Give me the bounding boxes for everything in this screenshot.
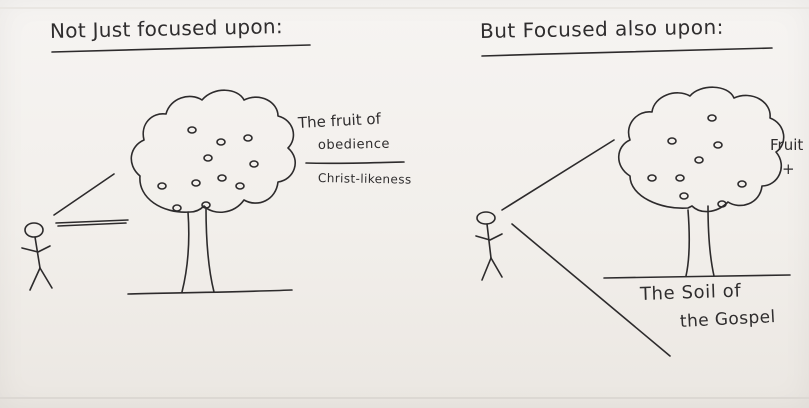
left-note-christlikeness: Christ-likeness xyxy=(318,171,412,187)
right-tree-fruits xyxy=(648,115,746,207)
left-note-divider xyxy=(306,162,404,163)
left-heading: Not Just focused upon: xyxy=(50,14,283,43)
left-tree-canopy xyxy=(131,90,295,212)
right-tree-trunk-left xyxy=(686,210,689,276)
left-tree-trunk-left xyxy=(182,212,189,292)
right-tree-trunk-right xyxy=(708,206,714,276)
right-tree-canopy xyxy=(619,87,784,211)
left-sight-line-lower xyxy=(56,220,128,223)
left-heading-underline xyxy=(52,45,310,52)
right-soil-line1: The Soil of xyxy=(640,280,742,305)
right-note-plus: + xyxy=(782,160,795,178)
right-stick-figure xyxy=(476,212,502,280)
left-stick-figure xyxy=(22,223,52,290)
right-heading: But Focused also upon: xyxy=(480,15,724,43)
right-sight-line-upper xyxy=(502,140,614,210)
left-sight-line-upper xyxy=(54,174,114,215)
left-sight-line-lower-2 xyxy=(58,223,126,226)
right-heading-underline xyxy=(482,48,772,56)
left-tree-fruits xyxy=(158,127,258,211)
left-note-obedience: obedience xyxy=(318,137,390,153)
left-tree-trunk-right xyxy=(206,208,214,292)
right-tree-ground xyxy=(604,275,790,278)
right-tree xyxy=(604,87,790,278)
right-note-fruit: Fruit xyxy=(770,136,803,154)
left-tree xyxy=(128,90,295,294)
left-tree-ground xyxy=(128,290,292,294)
